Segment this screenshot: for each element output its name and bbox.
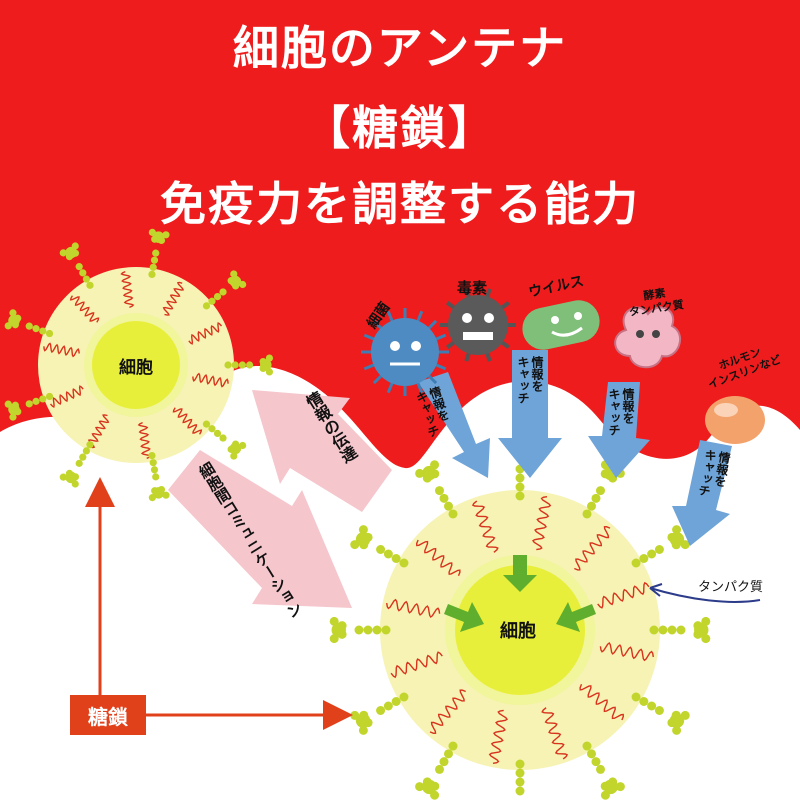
large-cell-sugar-chain (631, 692, 690, 735)
small-cell-sugar-chain (59, 242, 94, 289)
large-cell-label: 細胞 (500, 621, 536, 642)
large-cell-sugar-chain (515, 759, 525, 796)
small-cell-protein-spring (172, 407, 203, 435)
title-line-1: 細胞のアンテナ (232, 21, 568, 75)
catch-label-3: 情報を キャッチ (607, 388, 635, 436)
large-cell-sugar-chain (415, 460, 458, 519)
small-cell-protein-spring (87, 414, 110, 449)
catch-arrows (418, 350, 732, 546)
protein-label: タンパク質 (698, 580, 764, 595)
protein-pointer (649, 587, 761, 603)
large-cell-sugar-chain (582, 741, 625, 800)
small-cell-sugar-chain (202, 420, 247, 460)
small-cell-sugar-chain (59, 441, 94, 488)
large-cell-protein-spring (415, 539, 461, 576)
small-cell-protein-spring (192, 372, 229, 388)
large-cell-protein-spring (488, 709, 509, 764)
small-cell-sugar-chain (4, 309, 54, 338)
small-cell-protein-spring (120, 270, 135, 309)
large-cell-protein-spring (531, 496, 552, 551)
large-cell-protein-spring (386, 598, 441, 619)
large-cell-sugar-chain (415, 741, 458, 800)
large-cell-sugar-chain (631, 525, 690, 568)
large-cell-protein-spring (574, 525, 611, 571)
title-line-2: 【糖鎖】 (304, 101, 496, 155)
large-cell-sugar-chain (649, 616, 711, 644)
large-cell-protein-spring (579, 684, 625, 721)
small-cell-protein-spring (188, 322, 223, 345)
large-cell-sugar-chain (350, 525, 409, 568)
enzyme-icon (614, 306, 682, 369)
small-cell-protein-spring (137, 421, 152, 460)
title-line-3: 免疫力を調整する能力 (160, 177, 640, 231)
large-cell-protein-spring (599, 641, 654, 662)
small-cell-label: 細胞 (119, 358, 153, 378)
transmit-arrow (252, 390, 392, 512)
toxin-icon (440, 288, 516, 362)
sugar-chain-arrows (85, 477, 353, 730)
small-cell-protein-spring (49, 385, 84, 408)
inner-green-arrows (444, 555, 596, 632)
large-cell-protein-spring (390, 651, 443, 679)
hormone-icon (705, 396, 765, 444)
large-cell-sugar-chain (329, 616, 391, 644)
large-cell-sugar-chain (350, 692, 409, 735)
large-cell-protein-spring (471, 500, 499, 553)
large-cell-protein-spring (597, 581, 650, 609)
small-cell-protein-spring (43, 342, 80, 358)
communication-arrow (168, 450, 352, 608)
small-cell-protein-spring (162, 281, 185, 316)
small-cell-sugar-chain (148, 228, 170, 278)
catch-label-2: 情報を キャッチ (516, 356, 544, 404)
small-cell-sugar-chain (148, 452, 170, 502)
small-cell-sugar-chain (4, 392, 54, 421)
toxin-label: 毒素 (457, 279, 488, 297)
bacteria-icon (361, 308, 449, 396)
small-cell-sugar-chain (202, 270, 247, 310)
small-cell-sugar-chain (224, 354, 274, 376)
virus-icon (522, 300, 600, 350)
large-cell (380, 490, 660, 770)
large-cell-protein-spring (429, 689, 466, 735)
small-cell-protein-spring (69, 295, 100, 323)
large-cell-protein-spring (541, 707, 569, 760)
sugar-chain-badge: 糖鎖 (70, 695, 146, 735)
